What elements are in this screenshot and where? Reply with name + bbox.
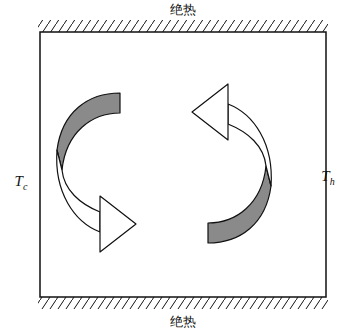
temperature-label: Tc bbox=[15, 174, 28, 192]
temperature-label: Th bbox=[321, 169, 334, 187]
insulation-hatch bbox=[38, 20, 328, 32]
insulation-hatch bbox=[38, 297, 328, 309]
cavity-box bbox=[40, 32, 326, 297]
insulation-label: 绝热 bbox=[170, 315, 196, 328]
circulation-arrow bbox=[57, 93, 136, 252]
circulation-arrow bbox=[192, 84, 271, 243]
insulation-label: 绝热 bbox=[170, 3, 196, 16]
